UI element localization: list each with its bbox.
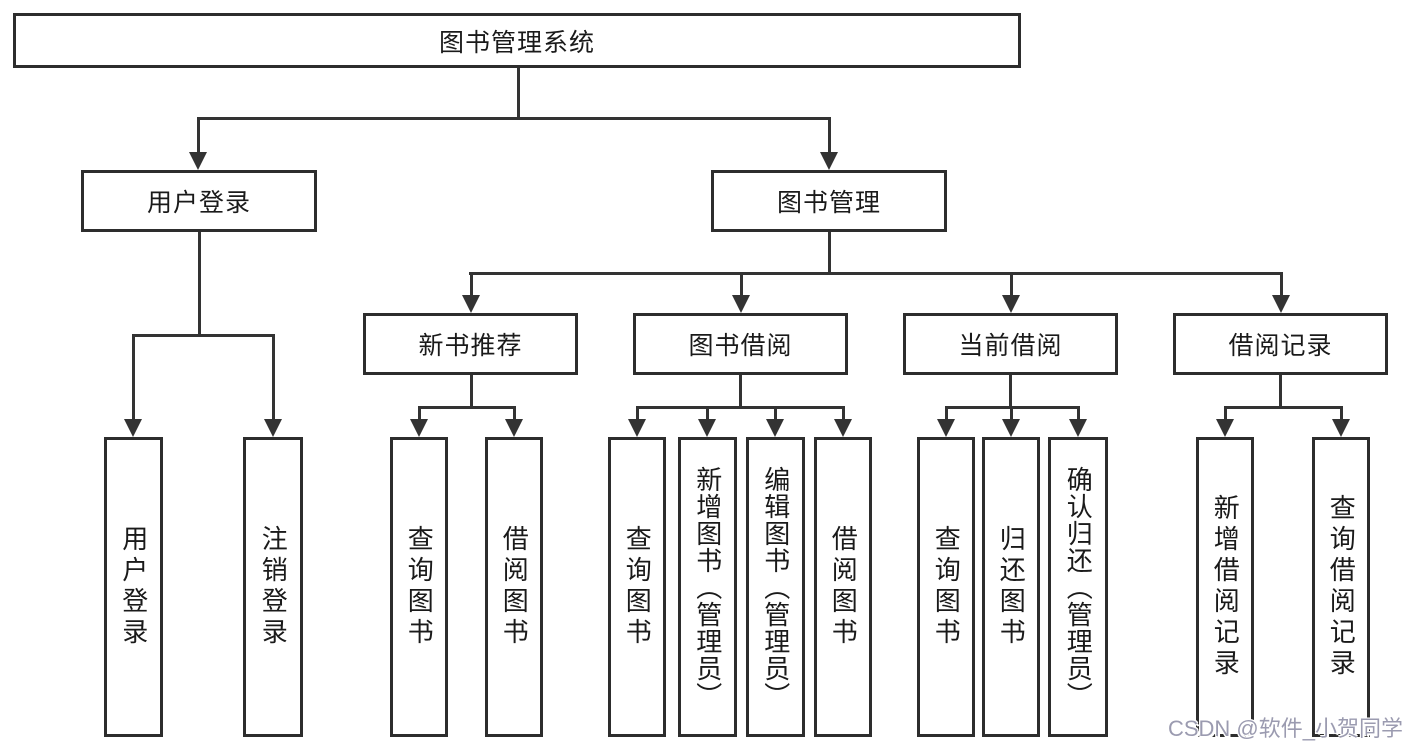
node-add-book-admin: 新增图书（管理员）	[678, 437, 737, 737]
node-query-books-1: 查询图书	[390, 437, 448, 737]
connector-to-borrow-books-2	[842, 406, 845, 420]
node-book-borrowing: 图书借阅	[633, 313, 848, 375]
connector-borrow-records-hbar	[1224, 406, 1342, 409]
node-query-books-3: 查询图书	[917, 437, 975, 737]
arrow-to-query-record	[1332, 419, 1350, 437]
connector-to-add-book	[706, 406, 709, 420]
arrow-to-logout-leaf	[264, 419, 282, 437]
arrow-to-login-leaf	[124, 419, 142, 437]
arrow-to-current-borrow	[1002, 295, 1020, 313]
connector-to-add-record	[1224, 406, 1227, 420]
arrow-to-confirm-return	[1069, 419, 1087, 437]
node-current-borrowing: 当前借阅	[903, 313, 1118, 375]
connector-user-login-hbar	[132, 334, 275, 337]
arrow-to-borrow-books-2	[834, 419, 852, 437]
arrow-to-user-login	[189, 152, 207, 170]
connector-new-book-hbar	[418, 406, 515, 409]
connector-current-borrow-stem	[1009, 375, 1012, 409]
node-confirm-return-admin: 确认归还（管理员）	[1048, 437, 1108, 737]
arrow-to-return-books	[1002, 419, 1020, 437]
connector-to-new-book	[470, 272, 473, 296]
connector-to-confirm-return	[1077, 406, 1080, 420]
arrow-to-query-books-2	[628, 419, 646, 437]
connector-to-current-borrow	[1010, 272, 1013, 296]
arrow-to-add-record	[1216, 419, 1234, 437]
connector-to-query-books-1	[418, 406, 421, 420]
connector-to-query-books-3	[945, 406, 948, 420]
connector-to-borrow-records	[1280, 272, 1283, 296]
node-borrow-books-1: 借阅图书	[485, 437, 543, 737]
connector-book-mgmt-stem	[828, 232, 831, 275]
node-logout-leaf: 注销登录	[243, 437, 303, 737]
node-book-management: 图书管理	[711, 170, 947, 232]
node-borrow-records: 借阅记录	[1173, 313, 1388, 375]
arrow-to-borrow-books-1	[505, 419, 523, 437]
node-edit-book-admin: 编辑图书（管理员）	[746, 437, 805, 737]
connector-to-query-record	[1340, 406, 1343, 420]
connector-to-query-books-2	[636, 406, 639, 420]
csdn-watermark: CSDN @软件_小贺同学	[1167, 716, 1403, 741]
node-query-books-2: 查询图书	[608, 437, 666, 737]
connector-user-login-stem	[198, 232, 201, 336]
node-query-borrow-record: 查询借阅记录	[1312, 437, 1370, 737]
node-user-login: 用户登录	[81, 170, 317, 232]
connector-root-stem	[517, 68, 520, 118]
connector-to-edit-book	[774, 406, 777, 420]
node-new-book-recommend: 新书推荐	[363, 313, 578, 375]
node-borrow-books-2: 借阅图书	[814, 437, 872, 737]
connector-to-logout-leaf	[272, 334, 275, 420]
connector-to-book-management	[828, 117, 831, 153]
arrow-to-borrow-records	[1272, 295, 1290, 313]
node-add-borrow-record: 新增借阅记录	[1196, 437, 1254, 737]
connector-to-borrow-books-1	[513, 406, 516, 420]
connector-borrow-records-stem	[1279, 375, 1282, 409]
connector-to-login-leaf	[132, 334, 135, 420]
arrow-to-edit-book	[766, 419, 784, 437]
arrow-to-query-books-3	[937, 419, 955, 437]
arrow-to-add-book	[698, 419, 716, 437]
arrow-to-book-management	[820, 152, 838, 170]
connector-root-hbar	[197, 117, 830, 120]
node-return-books: 归还图书	[982, 437, 1040, 737]
connector-book-borrow-stem	[739, 375, 742, 409]
node-user-login-leaf: 用户登录	[104, 437, 163, 737]
connector-to-book-borrow	[740, 272, 743, 296]
connector-new-book-stem	[470, 375, 473, 409]
connector-book-borrow-hbar	[636, 406, 844, 409]
connector-to-user-login	[197, 117, 200, 153]
connector-book-mgmt-hbar	[469, 272, 1282, 275]
arrow-to-query-books-1	[410, 419, 428, 437]
node-library-system: 图书管理系统	[13, 13, 1021, 68]
arrow-to-new-book	[462, 295, 480, 313]
connector-to-return-books	[1010, 406, 1013, 420]
arrow-to-book-borrow	[732, 295, 750, 313]
